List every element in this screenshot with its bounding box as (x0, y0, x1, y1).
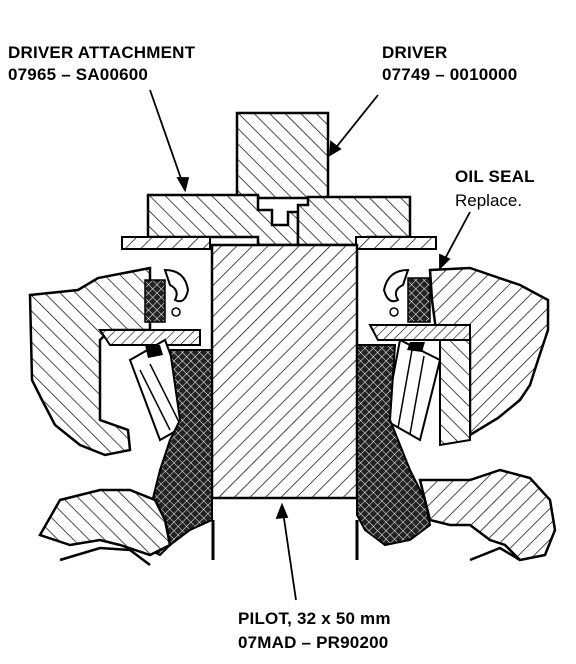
driver-part-number: 07749 – 0010000 (382, 65, 518, 84)
leader-driver-attachment (149, 89, 186, 191)
driver-attachment-block (121, 193, 437, 250)
pilot-name: PILOT, 32 x 50 mm (238, 609, 391, 628)
oil-seal-right (382, 268, 431, 323)
housing-right (428, 266, 550, 447)
oil-seal-name: OIL SEAL (455, 167, 535, 186)
pilot-part-number: 07MAD – PR90200 (238, 633, 389, 652)
knuckle-right (355, 468, 557, 562)
knuckle-left (38, 488, 215, 566)
arrowhead-oil-seal (439, 253, 451, 271)
housing-left (28, 266, 152, 457)
oil-seal-left (144, 268, 190, 323)
leader-lines (149, 89, 471, 601)
arrowhead-driver-attachment (176, 177, 190, 193)
driver-attachment-name: DRIVER ATTACHMENT (8, 43, 196, 62)
driver-shaft (235, 111, 330, 200)
oil-seal-note: Replace. (455, 191, 523, 210)
leader-pilot (281, 504, 297, 601)
bearing-right (368, 324, 471, 442)
arrowhead-pilot (275, 502, 289, 520)
leader-driver (329, 94, 379, 156)
arrowhead-driver (328, 140, 342, 157)
driver-attachment-part-number: 07965 – SA00600 (8, 65, 149, 84)
driver-name: DRIVER (382, 43, 448, 62)
pilot-body (210, 243, 359, 500)
